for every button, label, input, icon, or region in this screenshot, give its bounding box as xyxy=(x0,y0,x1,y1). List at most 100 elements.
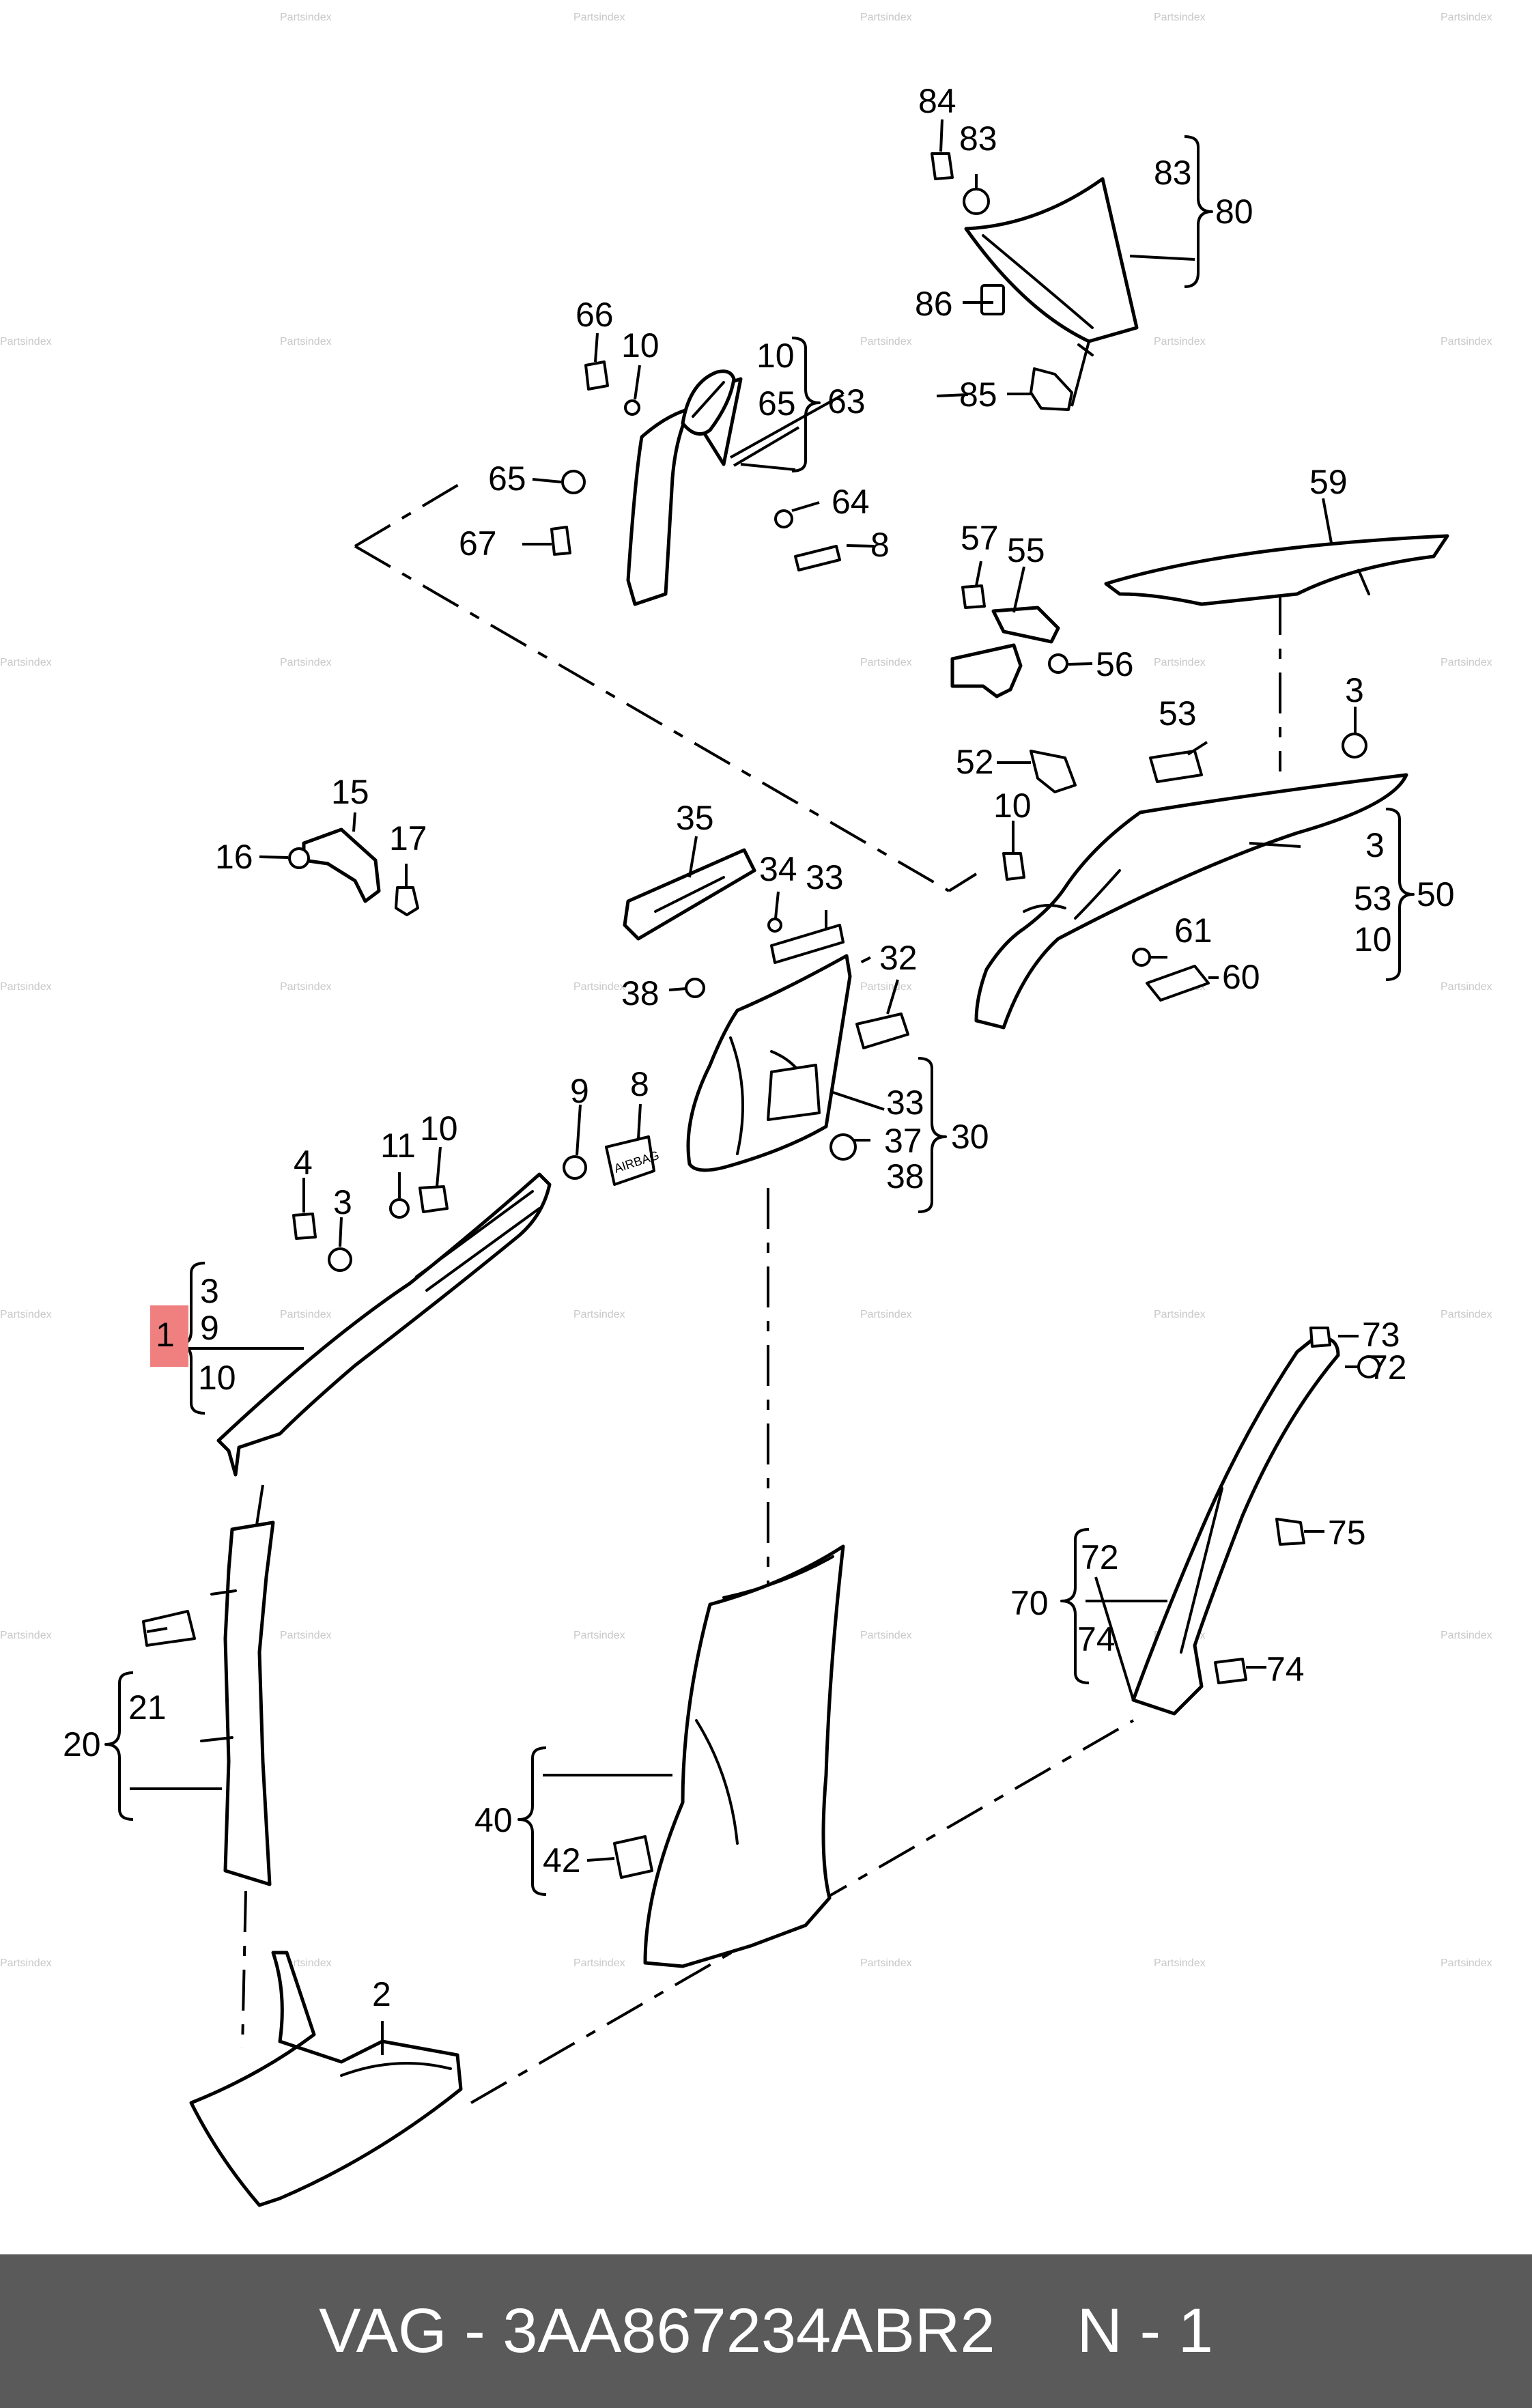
watermark-text: Partsindex xyxy=(280,1630,332,1641)
brace-80 xyxy=(1184,135,1213,288)
part-code: VAG - 3AA867234ABR2 xyxy=(319,2296,995,2366)
label-73: 73 xyxy=(1362,1316,1400,1354)
screw-9-icon xyxy=(563,1155,587,1180)
clip-17-icon xyxy=(395,886,419,916)
clip-75-icon xyxy=(1275,1518,1305,1546)
label-57: 57 xyxy=(961,519,999,557)
label-84: 84 xyxy=(918,82,956,120)
clip-74-icon xyxy=(1214,1658,1247,1684)
label-86: 86 xyxy=(915,285,953,323)
watermarks: Partsindex Partsindex Partsindex Partsin… xyxy=(0,12,1492,1969)
screw-3-icon xyxy=(1342,733,1367,759)
assembly-line xyxy=(470,1719,1134,2104)
watermark-text: Partsindex xyxy=(573,981,625,993)
assembly-line xyxy=(255,1484,264,1530)
label-63: 63 xyxy=(827,382,866,421)
screw-38-icon xyxy=(685,978,705,998)
label-16: 16 xyxy=(215,838,253,876)
label-10: 10 xyxy=(420,1109,458,1148)
watermark-text: Partsindex xyxy=(0,1630,52,1641)
label-55: 55 xyxy=(1007,531,1045,569)
belt-guide-32-icon xyxy=(855,1012,909,1049)
cap-4-icon xyxy=(292,1213,317,1240)
watermark-text: Partsindex xyxy=(1154,1309,1206,1320)
watermark-text: Partsindex xyxy=(1441,1309,1492,1320)
label-80: 80 xyxy=(1215,193,1253,231)
watermark-text: Partsindex xyxy=(860,12,912,23)
label-10: 10 xyxy=(198,1359,236,1397)
label-30: 30 xyxy=(951,1118,989,1156)
label-60: 60 xyxy=(1222,958,1260,996)
label-83: 83 xyxy=(1154,154,1192,192)
watermark-text: Partsindex xyxy=(860,336,912,348)
brace-63 xyxy=(791,337,821,472)
label-35: 35 xyxy=(676,799,714,837)
label-10: 10 xyxy=(756,337,795,375)
airbag-badge-8-icon xyxy=(794,545,841,571)
assembly-line xyxy=(241,1890,247,2049)
part-63-a-pillar-upper xyxy=(550,360,841,606)
watermark-text: Partsindex xyxy=(1441,657,1492,668)
brace-70 xyxy=(1060,1528,1090,1684)
label-50: 50 xyxy=(1417,875,1455,913)
screw-83-icon xyxy=(963,188,990,215)
watermark-text: Partsindex xyxy=(1154,1957,1206,1969)
watermark-text: Partsindex xyxy=(1441,12,1492,23)
clip-42-icon xyxy=(613,1835,653,1879)
label-65: 65 xyxy=(758,384,796,423)
label-53: 53 xyxy=(1159,694,1197,733)
label-72: 72 xyxy=(1369,1348,1407,1387)
label-32: 32 xyxy=(879,939,918,977)
label-33: 33 xyxy=(886,1083,924,1122)
clip-10-icon xyxy=(1002,852,1025,881)
label-56: 56 xyxy=(1096,645,1134,683)
screw-56-icon xyxy=(1048,653,1068,674)
label-3: 3 xyxy=(1365,826,1385,864)
label-85: 85 xyxy=(959,376,997,414)
assembly-line xyxy=(354,545,950,892)
part-20-a-pillar-rail xyxy=(142,1520,275,1886)
watermark-text: Partsindex xyxy=(573,1309,625,1320)
brace-40 xyxy=(517,1746,547,1896)
part-number-footer: VAG - 3AA867234ABR2 N - 1 xyxy=(0,2254,1532,2408)
label-4: 4 xyxy=(294,1144,313,1182)
watermark-text: Partsindex xyxy=(860,1630,912,1641)
clip-52-icon xyxy=(1030,750,1077,793)
watermark-text: Partsindex xyxy=(860,981,912,993)
part-30-b-pillar-upper xyxy=(685,954,909,1172)
watermark-text: Partsindex xyxy=(0,981,52,993)
clip-85-icon xyxy=(1030,367,1073,411)
part-55-handle-bracket xyxy=(950,584,1068,698)
label-33: 33 xyxy=(806,858,844,896)
part-15-bracket xyxy=(288,827,419,916)
part-2-sill-panel xyxy=(189,1951,463,2207)
label-1: 1 xyxy=(156,1316,175,1354)
part-labels: 84 83 83 80 86 85 66 10 10 65 63 65 64 6… xyxy=(63,82,1455,2013)
watermark-text: Partsindex xyxy=(280,981,332,993)
part-80-upper-pillar-trim xyxy=(931,152,1139,411)
highlight-marker xyxy=(150,1305,188,1367)
label-21: 21 xyxy=(128,1688,167,1727)
assembly-line xyxy=(354,480,466,548)
part-1-a-pillar-trim xyxy=(216,1135,655,1477)
clip-66-icon xyxy=(584,360,609,391)
screw-64-icon xyxy=(774,509,793,528)
label-20: 20 xyxy=(63,1725,101,1763)
label-59: 59 xyxy=(1309,463,1348,501)
clip-73-icon xyxy=(1309,1327,1331,1348)
washer-10-icon xyxy=(624,399,640,416)
watermark-text: Partsindex xyxy=(573,12,625,23)
clip-21-icon xyxy=(142,1610,196,1647)
label-53: 53 xyxy=(1354,879,1392,918)
watermark-text: Partsindex xyxy=(1441,1630,1492,1641)
clip-10-icon xyxy=(419,1185,449,1213)
watermark-text: Partsindex xyxy=(1154,12,1206,23)
label-42: 42 xyxy=(543,1841,581,1880)
watermark-text: Partsindex xyxy=(1441,336,1492,348)
watermark-text: Partsindex xyxy=(280,336,332,348)
label-9: 9 xyxy=(200,1309,219,1347)
screw-3-icon xyxy=(328,1247,352,1272)
brace-50 xyxy=(1385,808,1415,981)
clip-67-icon xyxy=(550,526,571,556)
